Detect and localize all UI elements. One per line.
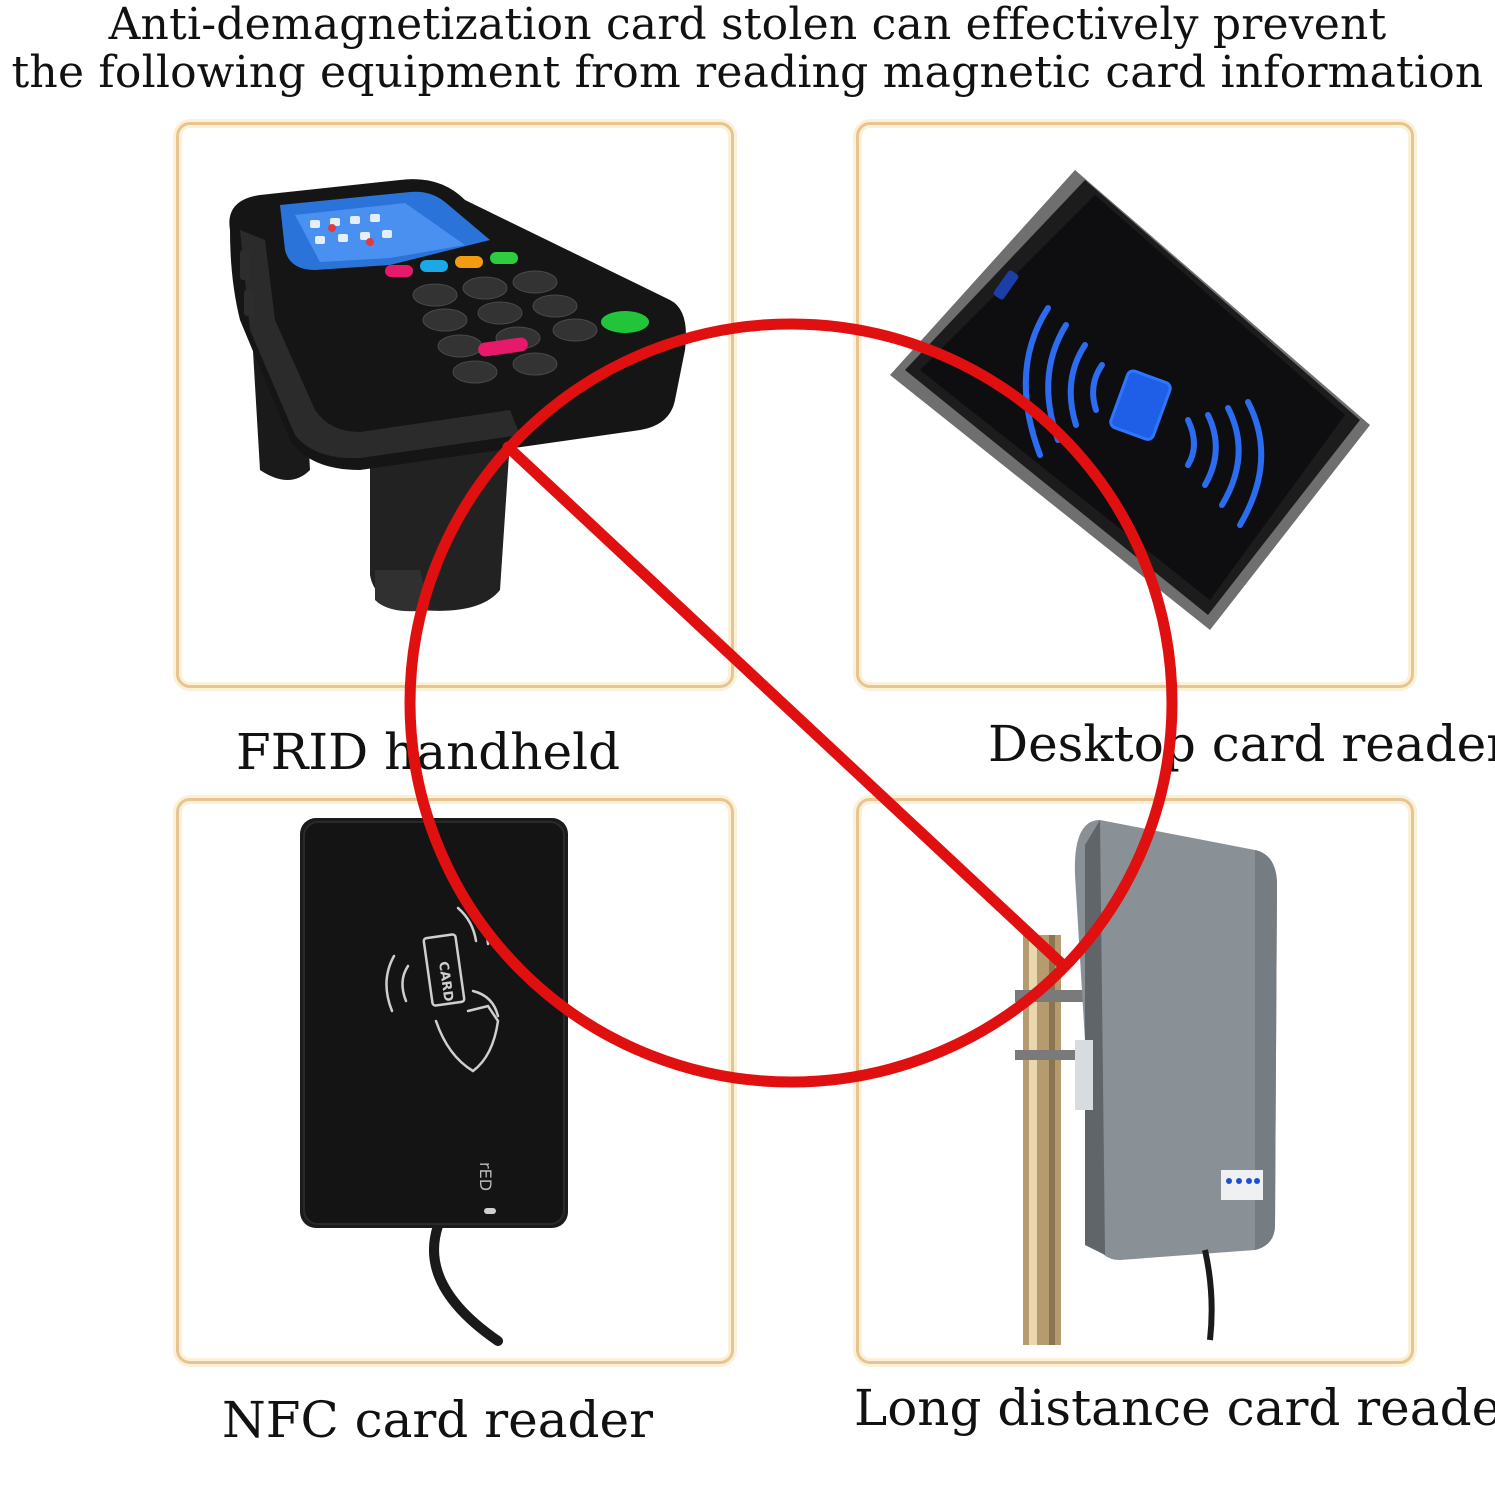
rfid-handheld-image [229, 179, 686, 612]
nfc-reader-brand-mark: rED [476, 1162, 495, 1191]
desktop-card-reader-image [890, 170, 1370, 630]
headline-line-2: the following equipment from reading mag… [11, 47, 1484, 98]
caption-long-distance-card-reader: Long distance card reader [854, 1379, 1495, 1437]
caption-frid-handheld: FRID handheld [236, 723, 621, 781]
headline-line-1: Anti-demagnetization card stolen can eff… [108, 0, 1387, 50]
caption-desktop-card-reader: Desktop card reader [988, 715, 1495, 773]
long-distance-card-reader-image [1015, 820, 1277, 1345]
nfc-card-reader-image: CARD rED [300, 818, 568, 1346]
caption-nfc-card-reader: NFC card reader [222, 1391, 654, 1449]
